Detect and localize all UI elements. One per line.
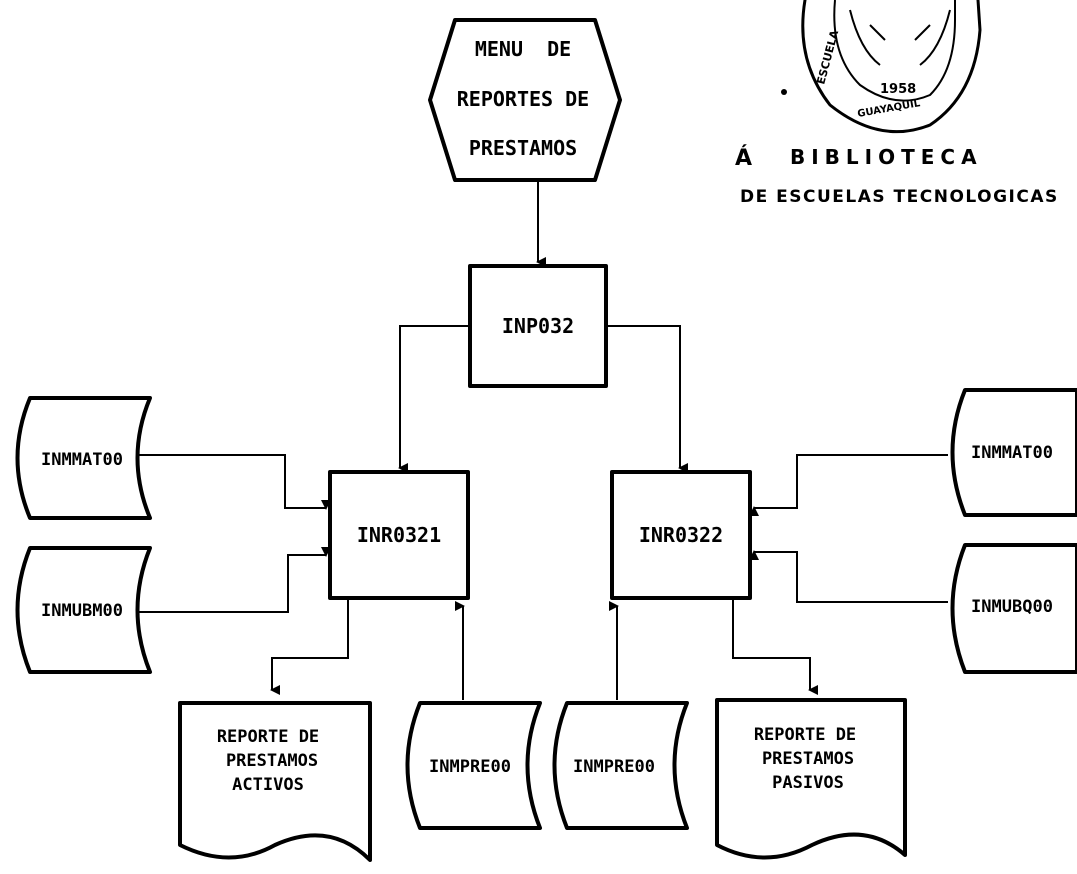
library-stamp: ESCUELA 1958 GUAYAQUIL Á BIBLIOTECA DE E… (735, 0, 1059, 207)
stamp-ring-left: ESCUELA (814, 28, 841, 85)
program-right-label: INR0322 (639, 523, 723, 547)
report-left: REPORTE DE PRESTAMOS ACTIVOS (178, 701, 372, 862)
report-left-line1: REPORTE DE (217, 727, 319, 747)
stamp-line2: DE ESCUELAS TECNOLOGICAS (740, 187, 1059, 207)
connector-left-top-file (138, 454, 331, 510)
file-right-top-label: INMMAT00 (971, 443, 1053, 463)
stamp-line1: BIBLIOTECA (790, 145, 983, 169)
connector-right-report (732, 598, 818, 695)
report-right-line2: PRESTAMOS (762, 749, 854, 769)
connector-right-bottom-file (749, 550, 948, 603)
report-left-line3: ACTIVOS (232, 775, 304, 795)
report-right-shape (715, 698, 907, 860)
menu-line3: PRESTAMOS (469, 136, 577, 160)
file-bottom-right: INMPRE00 (552, 701, 689, 830)
file-left-top-label: INMMAT00 (41, 450, 123, 470)
file-left-top-shape (15, 396, 152, 520)
menu-node: MENU DE REPORTES DE PRESTAMOS (428, 18, 622, 182)
file-left-bottom: INMUBM00 (15, 546, 152, 674)
report-right-line3: PASIVOS (772, 773, 844, 793)
program-right-box (610, 470, 752, 600)
file-right-bottom-shape (950, 543, 1077, 674)
connector-main-right (606, 325, 688, 473)
stamp-seal-inner-ring (833, 0, 956, 102)
file-bottom-right-label: INMPRE00 (573, 757, 655, 777)
program-main-node: INP032 INP032 (468, 264, 608, 388)
menu-line2: REPORTES DE (457, 87, 589, 111)
report-right-line1: REPORTE DE (754, 725, 856, 745)
report-left-shape (178, 701, 372, 862)
file-right-top: INMMAT00 (950, 388, 1077, 517)
stamp-dot (781, 89, 787, 95)
stamp-ring-bottom: GUAYAQUIL (857, 98, 922, 120)
connector-right-top-file (749, 454, 948, 516)
file-left-bottom-shape (15, 546, 152, 674)
stamp-year: 1958 (880, 82, 916, 97)
file-bottom-right-shape (552, 701, 689, 830)
menu-hexagon-shape (428, 18, 622, 182)
report-right: REPORTE DE PRESTAMOS PASIVOS (715, 698, 907, 860)
file-right-top-shape (950, 388, 1077, 517)
connector-main-left (398, 325, 470, 473)
menu-line1: MENU DE (475, 37, 571, 61)
program-left-label: INR0321 (357, 523, 441, 547)
file-bottom-left-shape (405, 701, 542, 830)
stamp-a-mark: Á (735, 145, 752, 171)
program-left-box (328, 470, 470, 600)
stamp-seal-icon (801, 0, 982, 134)
file-left-top: INMMAT00 (15, 396, 152, 520)
file-right-bottom-label: INMUBQ00 (971, 597, 1053, 617)
report-left-line2: PRESTAMOS (226, 751, 318, 771)
connector-left-report (270, 598, 349, 695)
file-right-bottom: INMUBQ00 (950, 543, 1077, 674)
stamp-wreath-icon (849, 9, 951, 66)
program-right-node: INR0322 (610, 470, 752, 600)
file-bottom-left-label: INMPRE00 (429, 757, 511, 777)
file-bottom-left: INMPRE00 (405, 701, 542, 830)
program-left-node: INR0321 (328, 470, 470, 600)
program-main-text: INP032 (502, 314, 574, 338)
connector-left-bottom-file (138, 547, 331, 613)
file-left-bottom-label: INMUBM00 (41, 601, 123, 621)
